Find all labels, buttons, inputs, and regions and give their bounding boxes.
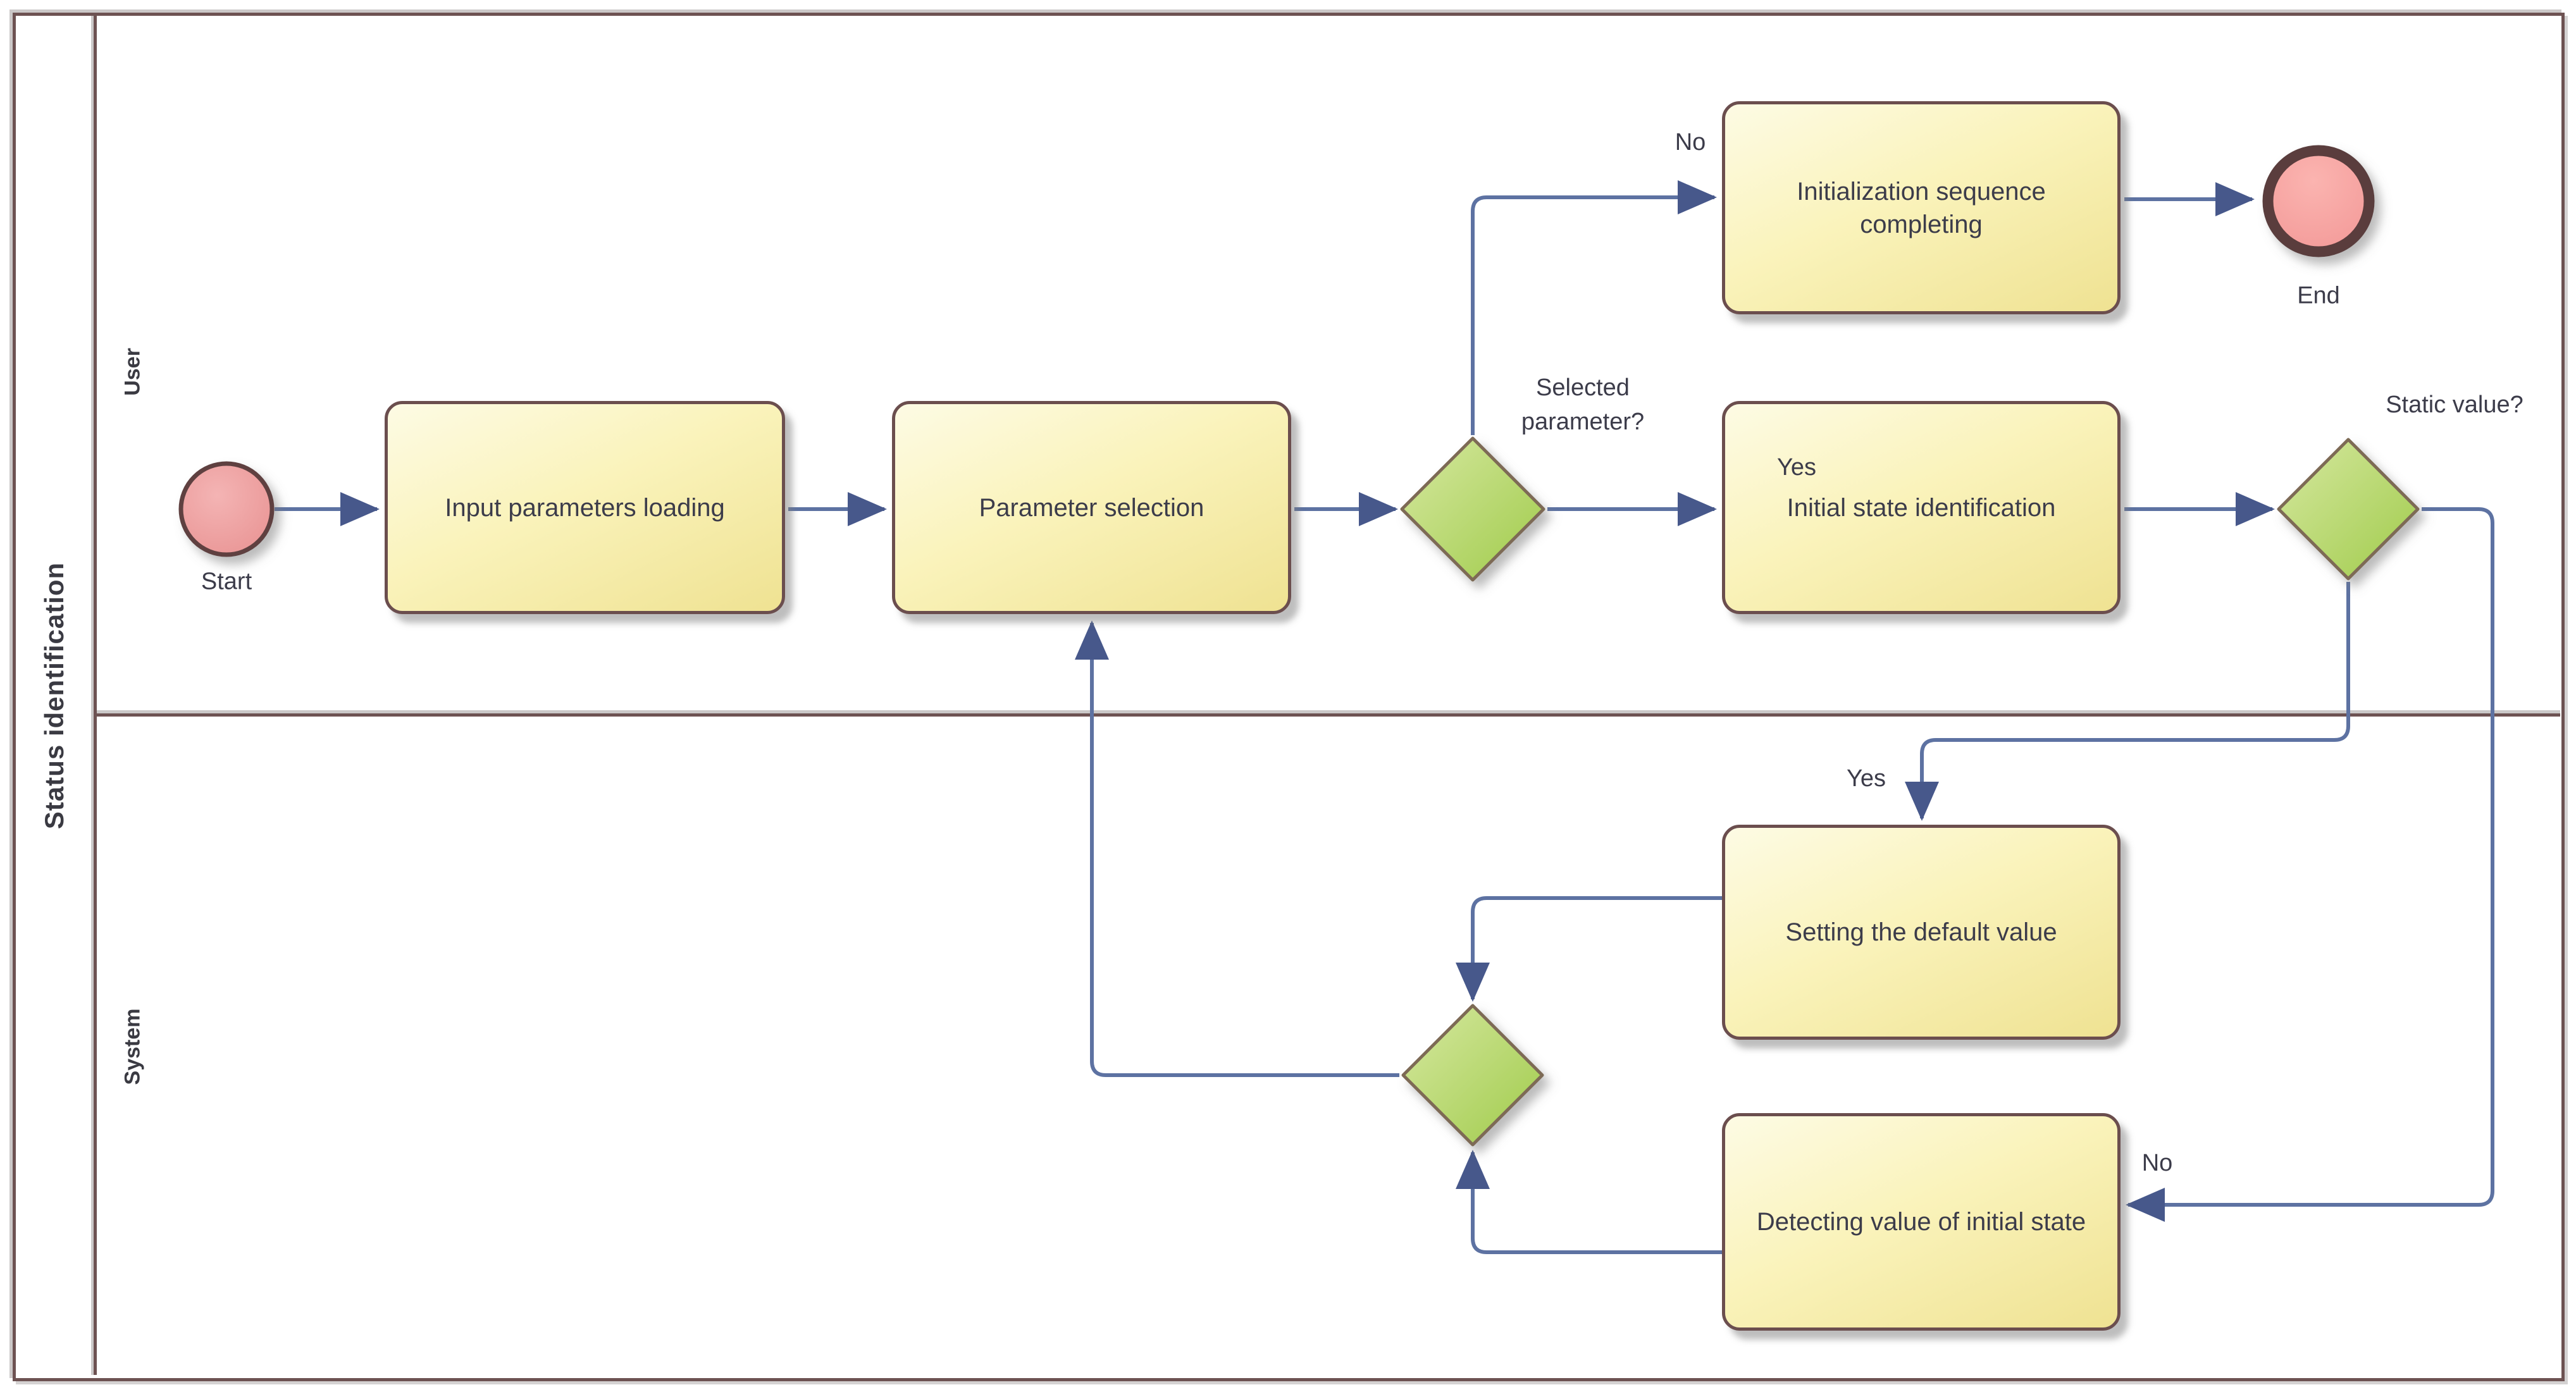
gateway-merge [1401,1004,1544,1147]
task-detecting-value-initial-state: Detecting value of initial state [1722,1113,2121,1331]
flow-static-no-to-detect [2126,507,2494,1222]
edge-label-no-selected: No [1675,129,1706,156]
pool-border [13,13,2565,1381]
gateway-selected-parameter [1400,436,1545,582]
flow-detect-to-merge [1456,1150,1722,1254]
sequence-flows [275,180,2494,1254]
task-initialization-sequence-completing: Initialization sequence completing [1722,101,2121,314]
gateway-label-static-value: Static value? [2386,391,2523,419]
task-initial-state-identification: Initial state identification [1722,401,2121,614]
flow-no-to-init-complete [1471,180,1717,435]
start-event-label: Start [201,568,252,595]
task-parameter-selection: Parameter selection [892,401,1291,614]
gateway-label-selected-parameter: Selected parameter? [1521,374,1645,435]
task-input-parameters-loading: Input parameters loading [385,401,785,614]
task-setting-default-value: Setting the default value [1722,825,2121,1040]
edge-label-yes-selected: Yes [1777,454,1816,481]
end-event [2262,145,2375,257]
pool-title-divider [94,16,97,1375]
flow-merge-to-selection [1075,620,1399,1077]
start-event [178,461,275,557]
gateway-static-value [2277,438,2420,581]
end-event-label: End [2297,282,2340,309]
edge-label-yes-static: Yes [1847,765,1886,792]
lane-divider [97,713,2560,717]
flow-default-to-merge [1456,896,1722,1002]
edge-label-no-static: No [2141,1150,2173,1177]
flow-static-yes-to-default [1905,582,2350,821]
